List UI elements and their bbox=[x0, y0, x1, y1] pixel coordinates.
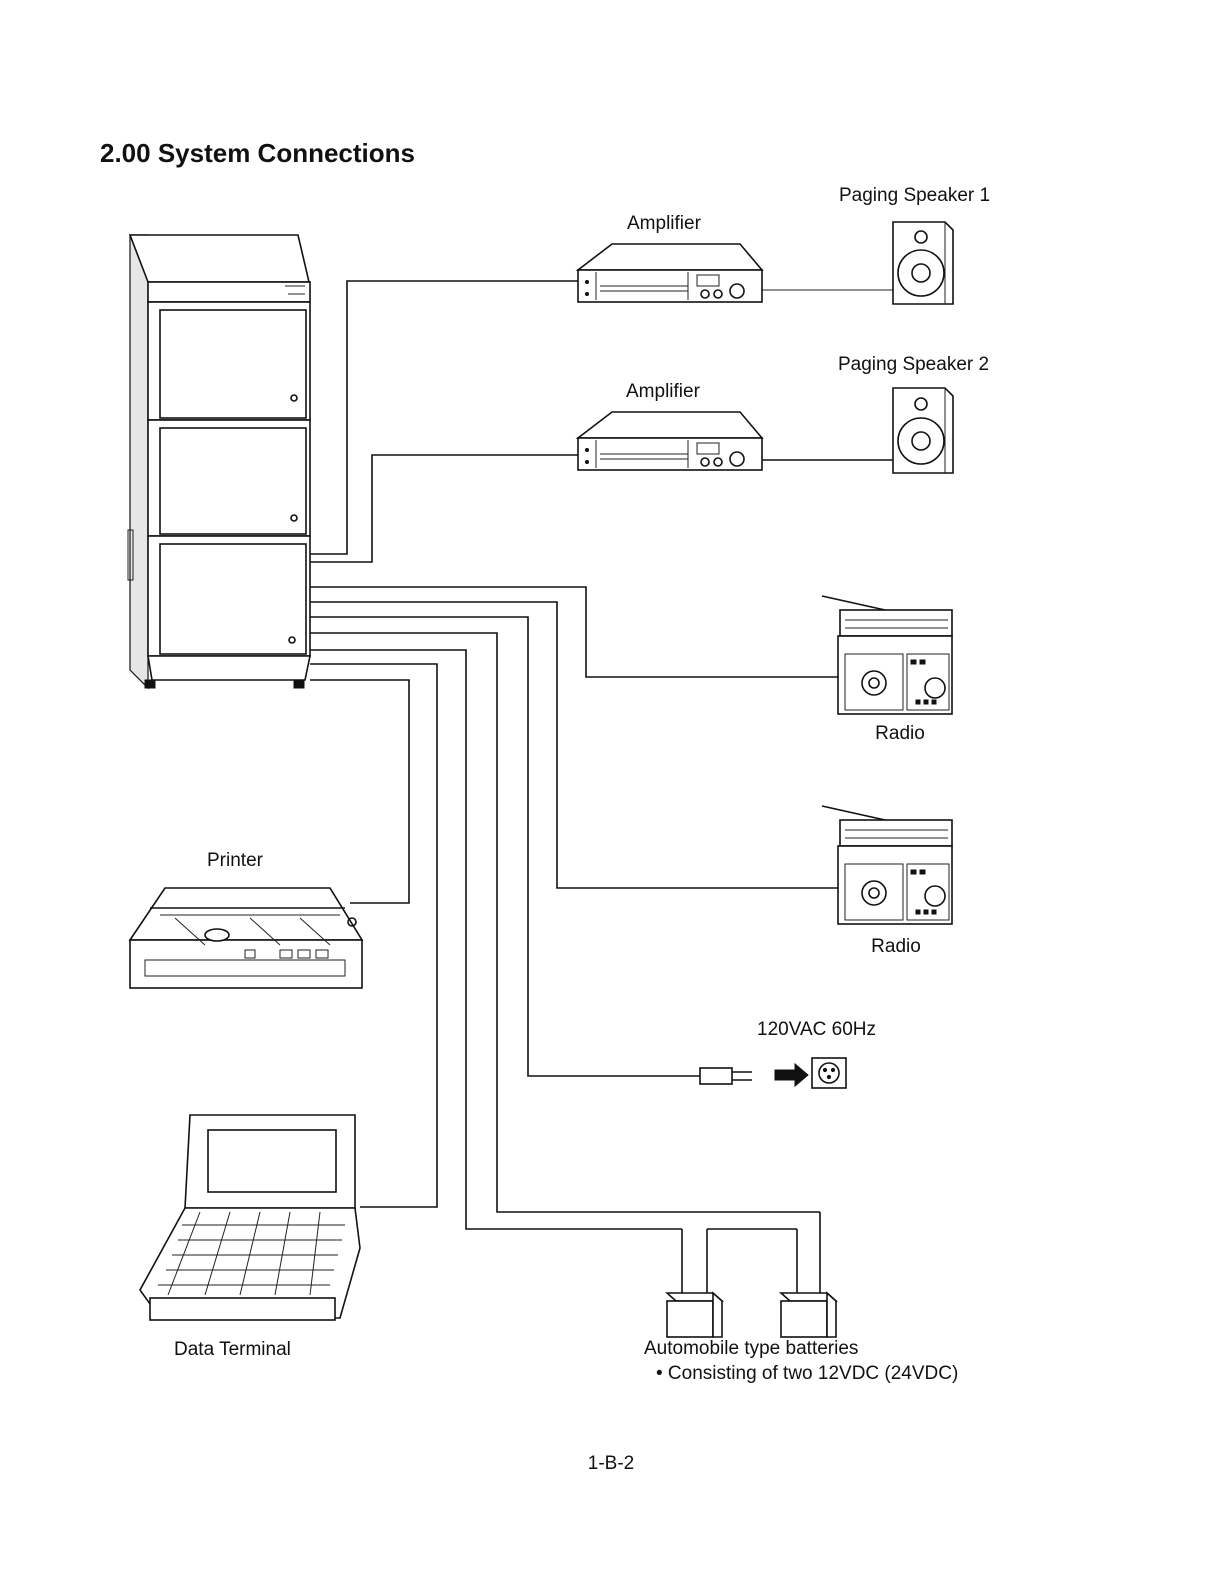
speaker-1-label: Paging Speaker 1 bbox=[839, 185, 991, 206]
batteries-label: Automobile type batteries bbox=[644, 1338, 859, 1359]
amplifier-2-device bbox=[575, 411, 764, 471]
radio-1-label: Radio bbox=[875, 723, 925, 744]
paging-speaker-1-device bbox=[892, 221, 954, 305]
page-heading: 2.00 System Connections bbox=[100, 138, 415, 168]
power-plug-outlet bbox=[699, 1057, 847, 1089]
batteries-device bbox=[664, 1291, 839, 1338]
data-terminal-device bbox=[139, 1114, 361, 1321]
connection-lines bbox=[310, 280, 893, 1293]
amplifier-1-label: Amplifier bbox=[627, 213, 701, 234]
batteries-note: • Consisting of two 12VDC (24VDC) bbox=[656, 1363, 959, 1384]
printer-label: Printer bbox=[207, 850, 263, 871]
page-number: 1-B-2 bbox=[587, 1453, 635, 1474]
printer-device bbox=[128, 887, 364, 989]
main-cabinet bbox=[127, 234, 311, 690]
amplifier-1-device bbox=[575, 243, 764, 303]
radio-2-label: Radio bbox=[871, 936, 921, 957]
radio-2-device bbox=[821, 805, 953, 925]
speaker-2-label: Paging Speaker 2 bbox=[838, 354, 990, 375]
data-terminal-label: Data Terminal bbox=[174, 1339, 291, 1360]
radio-1-device bbox=[821, 595, 953, 715]
amplifier-2-label: Amplifier bbox=[626, 381, 700, 402]
power-label: 120VAC 60Hz bbox=[757, 1019, 876, 1040]
paging-speaker-2-device bbox=[892, 387, 954, 474]
